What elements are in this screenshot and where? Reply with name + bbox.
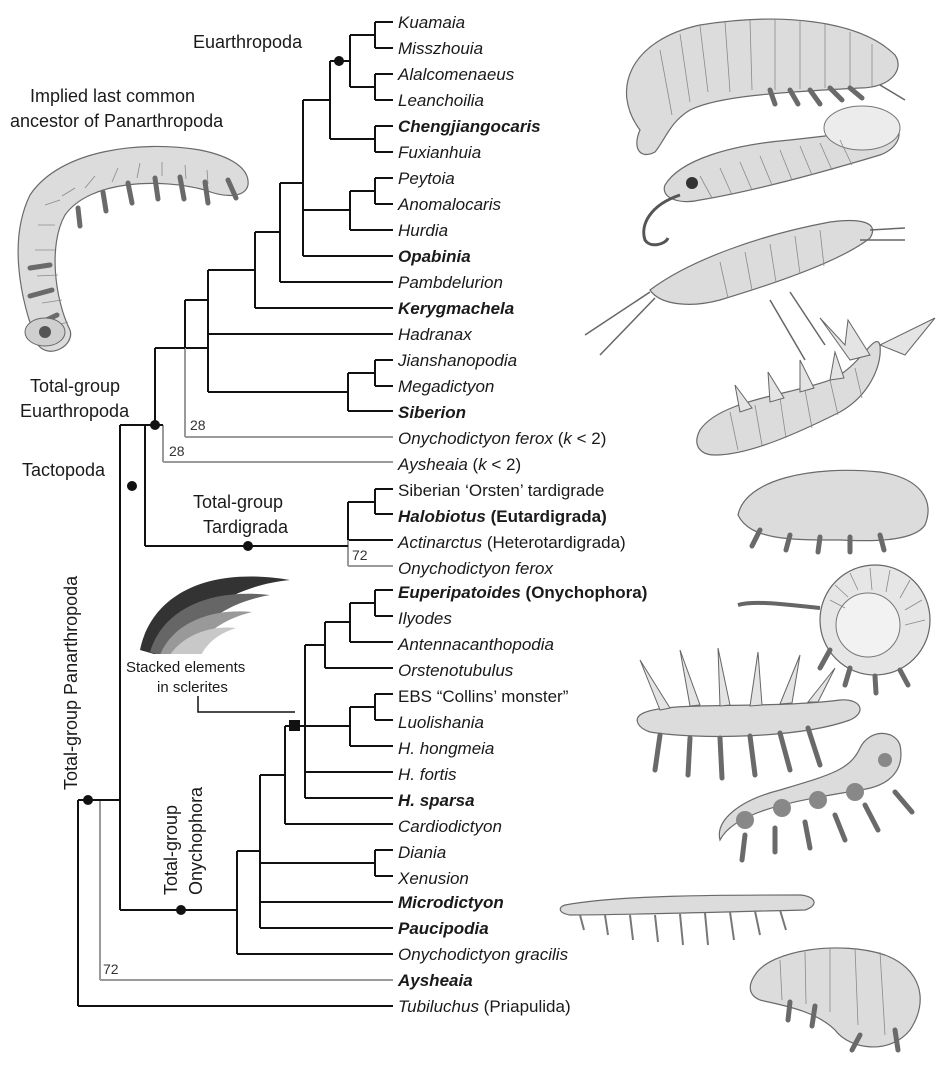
taxon-label: Euperipatoides (Onychophora) xyxy=(398,583,647,602)
hallucigenia-illustration xyxy=(636,647,861,781)
taxon-label: Leanchoilia xyxy=(398,91,484,110)
node-total-panarthropoda xyxy=(83,795,93,805)
clade-label-total-onychophora: Onychophora xyxy=(186,786,206,895)
taxon-label: Megadictyon xyxy=(398,377,494,396)
taxon-label: Aysheaia xyxy=(397,971,473,990)
ancestor-caption: Implied last common xyxy=(30,86,195,106)
taxon-label: Orstenotubulus xyxy=(398,661,514,680)
clade-label-total-euarthropoda: Total-group xyxy=(30,376,120,396)
ancestor-caption: ancestor of Panarthropoda xyxy=(10,111,224,131)
taxon-label: Onychodictyon ferox (k < 2) xyxy=(398,429,606,448)
support-value: 28 xyxy=(190,417,206,433)
taxon-label: H. fortis xyxy=(398,765,457,784)
taxon-label: Ilyodes xyxy=(398,609,452,628)
taxon-label: Paucipodia xyxy=(398,919,489,938)
taxon-label: Fuxianhuia xyxy=(398,143,481,162)
taxon-label: Opabinia xyxy=(398,247,471,266)
node-total-tardigrada xyxy=(243,541,253,551)
taxon-label: Anomalocaris xyxy=(397,195,501,214)
taxon-label: Hurdia xyxy=(398,221,448,240)
microdictyon-illustration xyxy=(718,732,915,863)
tardigrade-illustration xyxy=(737,469,929,555)
taxon-label: Jianshanopodia xyxy=(397,351,517,370)
taxon-label: Aysheaia (k < 2) xyxy=(397,455,521,474)
taxon-label: Cardiodictyon xyxy=(398,817,502,836)
taxon-label: Luolishania xyxy=(398,713,484,732)
clade-label-total-panarthropoda: Total-group Panarthropoda xyxy=(61,575,81,790)
ancestor-lobopodian-illustration xyxy=(17,145,249,352)
taxon-label: H. sparsa xyxy=(398,791,475,810)
clade-label-total-onychophora: Total-group xyxy=(161,805,181,895)
taxon-label: Alalcomenaeus xyxy=(397,65,515,84)
sclerite-caption: in sclerites xyxy=(157,679,228,696)
clade-label-total-tardigrada: Total-group xyxy=(193,492,283,512)
tree-branches xyxy=(77,21,393,1007)
support-value: 72 xyxy=(103,961,119,977)
node-total-euarthropoda xyxy=(150,420,160,430)
node-euarthropoda xyxy=(334,56,344,66)
taxon-label: EBS “Collins’ monster” xyxy=(398,687,569,706)
taxon-label: Microdictyon xyxy=(398,893,504,912)
clade-label-tactopoda: Tactopoda xyxy=(22,460,106,480)
taxon-label: Chengjiangocaris xyxy=(398,117,541,136)
taxon-label: Peytoia xyxy=(398,169,455,188)
node-tactopoda xyxy=(127,481,137,491)
support-value: 28 xyxy=(169,443,185,459)
taxon-label: Siberion xyxy=(398,403,466,422)
clade-label-total-euarthropoda: Euarthropoda xyxy=(20,401,130,421)
support-value: 72 xyxy=(352,547,368,563)
opabinia-illustration xyxy=(584,219,906,361)
taxon-label: H. hongmeia xyxy=(398,739,494,758)
taxon-label: Hadranax xyxy=(398,325,472,344)
node-total-onychophora xyxy=(176,905,186,915)
taxon-label: Onychodictyon ferox xyxy=(398,559,553,578)
paucipodia-illustration xyxy=(559,894,815,946)
taxon-label: Pambdelurion xyxy=(398,273,503,292)
taxon-label: Actinarctus (Heterotardigrada) xyxy=(397,533,626,552)
taxon-label: Diania xyxy=(398,843,446,862)
fuxianhuia-illustration xyxy=(642,105,901,247)
taxon-label: Tubiluchus (Priapulida) xyxy=(398,997,571,1016)
sclerite-icon xyxy=(140,576,290,664)
clade-label-total-tardigrada: Tardigrada xyxy=(203,517,289,537)
sclerite-caption: Stacked elements xyxy=(126,659,245,676)
taxon-label: Kuamaia xyxy=(398,13,465,32)
node-sclerite-square xyxy=(289,720,300,731)
taxon-labels: Kuamaia Misszhouia Alalcomenaeus Leancho… xyxy=(397,13,647,1016)
aysheaia-illustration xyxy=(749,947,921,1053)
taxon-label: Halobiotus (Eutardigrada) xyxy=(398,507,607,526)
taxon-label: Kerygmachela xyxy=(398,299,514,318)
taxon-label: Onychodictyon gracilis xyxy=(398,945,569,964)
taxon-label: Misszhouia xyxy=(398,39,483,58)
spiny-lobopodian-illustration xyxy=(696,317,936,456)
clade-label-euarthropoda: Euarthropoda xyxy=(193,32,303,52)
taxon-label: Siberian ‘Orsten’ tardigrade xyxy=(398,481,604,500)
taxon-label: Xenusion xyxy=(397,869,469,888)
onychophoran-illustration xyxy=(737,564,931,696)
taxon-label: Antennacanthopodia xyxy=(397,635,554,654)
euarthropod-illustration xyxy=(625,18,906,156)
